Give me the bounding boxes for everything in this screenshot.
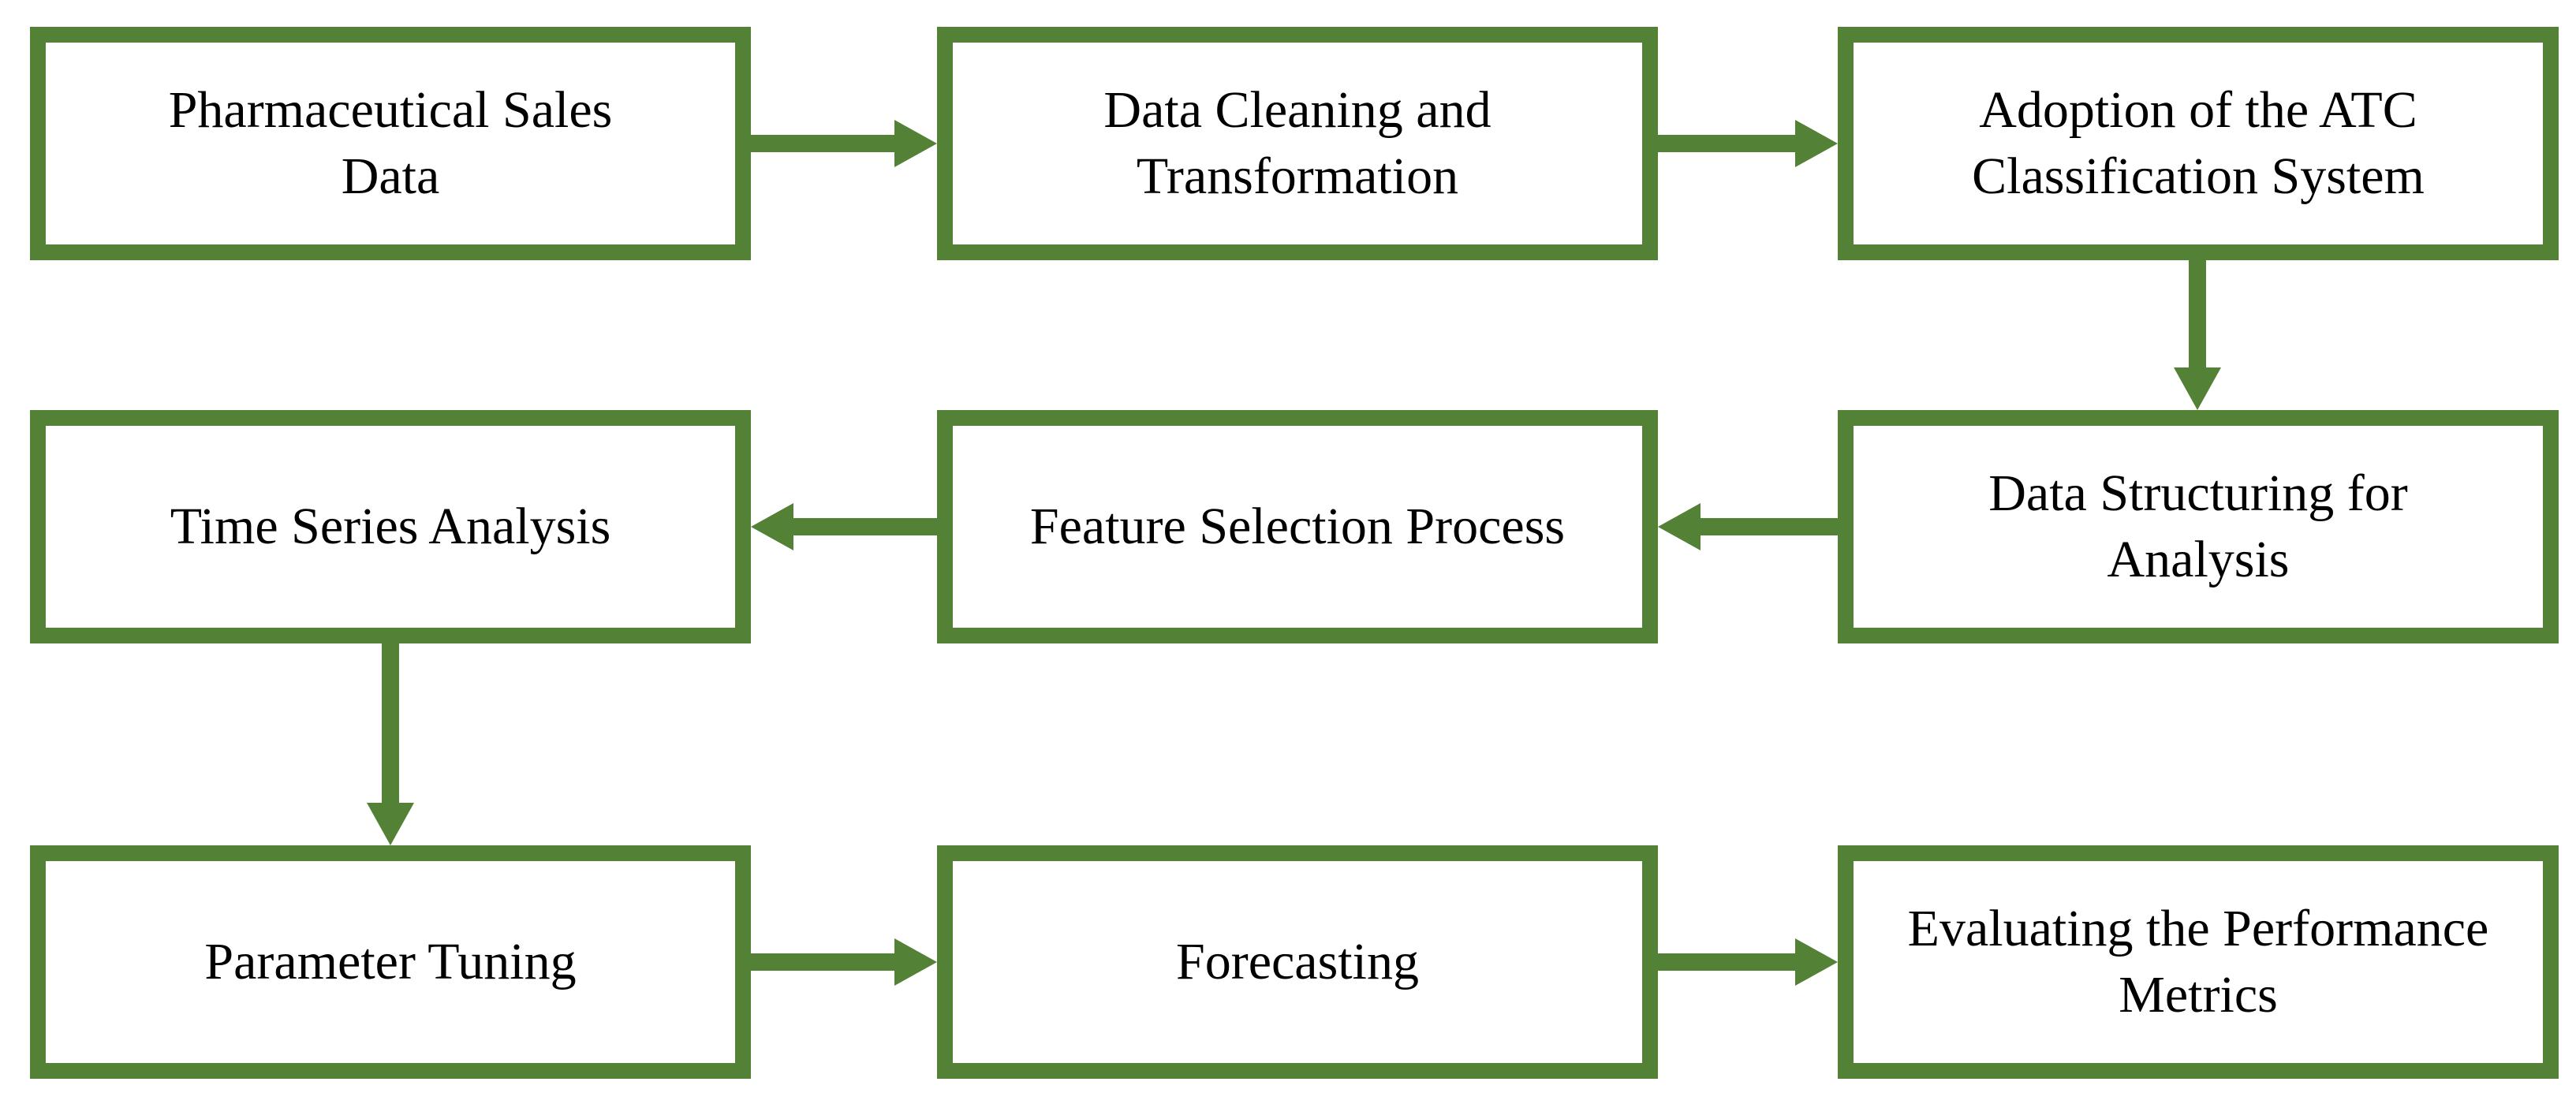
arrowhead-down-icon [367,803,414,845]
arrowhead-down-icon [2174,367,2221,410]
node-data-cleaning-transformation: Data Cleaning and Transformation [937,27,1658,260]
arrow-stem [382,643,399,803]
arrowhead-left-icon [1658,503,1701,550]
node-label-parameter-tuning: Parameter Tuning [204,932,577,990]
arrow-stem [751,953,894,971]
node-evaluating-performance-metrics: Evaluating the Performance Metrics [1838,845,2559,1079]
arrow-stem [1701,518,1838,535]
arrow-stem [2189,260,2206,367]
arrow-stem [1658,953,1795,971]
node-label-atc-classification-adoption: Adoption of the ATC Classification Syste… [1972,80,2425,205]
node-label-evaluating-performance-metrics: Evaluating the Performance Metrics [1907,899,2489,1024]
arrowhead-left-icon [751,503,793,550]
node-label-feature-selection-process: Feature Selection Process [1029,497,1566,555]
node-label-forecasting: Forecasting [1176,932,1419,990]
node-feature-selection-process: Feature Selection Process [937,410,1658,643]
arrowhead-right-icon [894,938,937,986]
node-label-data-cleaning-transformation: Data Cleaning and Transformation [1103,80,1491,205]
arrow-stem [793,518,937,535]
arrow-stem [751,135,894,152]
node-pharmaceutical-sales-data: Pharmaceutical Sales Data [30,27,751,260]
node-data-structuring-for-analysis: Data Structuring for Analysis [1838,410,2559,643]
node-time-series-analysis: Time Series Analysis [30,410,751,643]
node-label-data-structuring-for-analysis: Data Structuring for Analysis [1988,464,2408,588]
arrow-stem [1658,135,1795,152]
node-parameter-tuning: Parameter Tuning [30,845,751,1079]
node-atc-classification-adoption: Adoption of the ATC Classification Syste… [1838,27,2559,260]
arrowhead-right-icon [894,120,937,167]
arrowhead-right-icon [1795,120,1838,167]
node-label-time-series-analysis: Time Series Analysis [170,497,611,555]
node-forecasting: Forecasting [937,845,1658,1079]
arrowhead-right-icon [1795,938,1838,986]
node-label-pharmaceutical-sales-data: Pharmaceutical Sales Data [168,80,613,205]
